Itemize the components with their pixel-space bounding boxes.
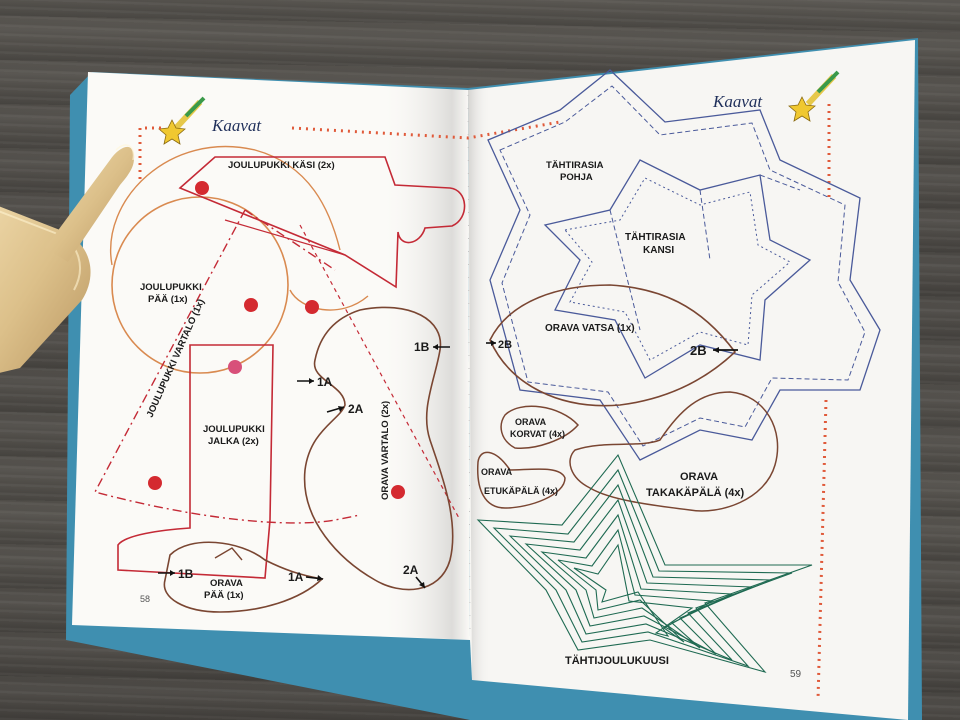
label-squirrel-ears-2: KORVAT (4x) bbox=[510, 429, 565, 439]
santa-body-pattern bbox=[93, 209, 361, 524]
marker-1a-lower: 1A bbox=[288, 570, 324, 584]
svg-text:2B: 2B bbox=[690, 343, 707, 358]
marker-dot bbox=[148, 476, 162, 490]
marker-1b-upper: 1B bbox=[414, 340, 450, 354]
label-squirrel-hind-paw-2: TAKAKÄPÄLÄ (4x) bbox=[646, 486, 745, 499]
shooting-star-icon bbox=[788, 70, 840, 122]
squirrel-head-pattern bbox=[163, 541, 324, 613]
svg-text:1B: 1B bbox=[414, 340, 430, 354]
marker-2a-lower: 2A bbox=[403, 563, 426, 589]
santa-leg-pattern bbox=[117, 344, 274, 579]
svg-text:2B: 2B bbox=[498, 339, 512, 351]
right-page-content: Kaavat bbox=[476, 69, 881, 701]
marker-2b-right: 2B bbox=[690, 343, 738, 358]
marker-1b-lower: 1B bbox=[158, 567, 194, 581]
rolling-pin bbox=[0, 144, 135, 373]
marker-dot bbox=[228, 360, 242, 374]
squirrel-body-pattern bbox=[303, 306, 454, 591]
marker-dot bbox=[391, 485, 405, 499]
label-star-box-base-1: TÄHTIRASIA bbox=[546, 160, 604, 171]
left-page bbox=[72, 72, 470, 640]
left-page-title: Kaavat bbox=[211, 116, 262, 135]
squirrel-hind-paw-pattern bbox=[569, 391, 779, 512]
label-squirrel-front-paw-2: ETUKÄPÄLÄ (4x) bbox=[484, 486, 558, 496]
santa-arm-pattern bbox=[178, 156, 466, 289]
label-santa-leg-1: JOULUPUKKI bbox=[203, 424, 265, 435]
right-page-number: 59 bbox=[790, 669, 802, 680]
svg-text:1A: 1A bbox=[317, 375, 333, 389]
squirrel-belly-pattern bbox=[489, 284, 737, 407]
marker-dot bbox=[195, 181, 209, 195]
label-squirrel-body: ORAVA VARTALO (2x) bbox=[380, 401, 391, 500]
marker-dot bbox=[244, 298, 258, 312]
marker-1a-upper: 1A bbox=[297, 375, 333, 389]
rolling-pin-handle bbox=[45, 146, 135, 262]
marker-2a-upper: 2A bbox=[326, 402, 364, 416]
left-page-number: 58 bbox=[140, 594, 150, 604]
squirrel-ears-pattern bbox=[500, 405, 580, 449]
squirrel-front-paw-pattern bbox=[476, 451, 566, 509]
star-tree-pattern bbox=[476, 453, 813, 674]
marker-2b-left: 2B bbox=[486, 339, 512, 351]
label-squirrel-head-1: ORAVA bbox=[210, 578, 243, 589]
label-squirrel-front-paw-1: ORAVA bbox=[481, 467, 513, 477]
label-santa-head-1: JOULUPUKKI bbox=[140, 282, 202, 293]
shooting-star-icon bbox=[158, 96, 206, 145]
label-squirrel-ears-1: ORAVA bbox=[515, 417, 547, 427]
label-star-box-lid-1: TÄHTIRASIA bbox=[625, 230, 686, 243]
svg-text:1B: 1B bbox=[178, 567, 194, 581]
label-star-tree: TÄHTIJOULUKUUSI bbox=[565, 654, 669, 667]
label-squirrel-hind-paw-1: ORAVA bbox=[680, 471, 718, 483]
svg-text:2A: 2A bbox=[403, 563, 419, 577]
label-squirrel-head-2: PÄÄ (1x) bbox=[204, 590, 244, 601]
label-santa-leg-2: JALKA (2x) bbox=[208, 436, 259, 447]
label-santa-arm: JOULUPUKKI KÄSI (2x) bbox=[228, 160, 335, 171]
label-santa-head-2: PÄÄ (1x) bbox=[148, 294, 188, 305]
label-star-box-base-2: POHJA bbox=[560, 172, 593, 183]
svg-text:1A: 1A bbox=[288, 570, 304, 584]
marker-dot bbox=[305, 300, 319, 314]
label-star-box-lid-2: KANSI bbox=[643, 245, 674, 256]
right-page-title: Kaavat bbox=[712, 92, 763, 111]
star-box-base-pattern bbox=[487, 69, 881, 461]
svg-text:2A: 2A bbox=[348, 402, 364, 416]
star-box-lid-pattern bbox=[543, 159, 812, 379]
santa-head-pattern bbox=[111, 196, 289, 374]
label-squirrel-belly: ORAVA VATSA (1x) bbox=[545, 323, 635, 334]
